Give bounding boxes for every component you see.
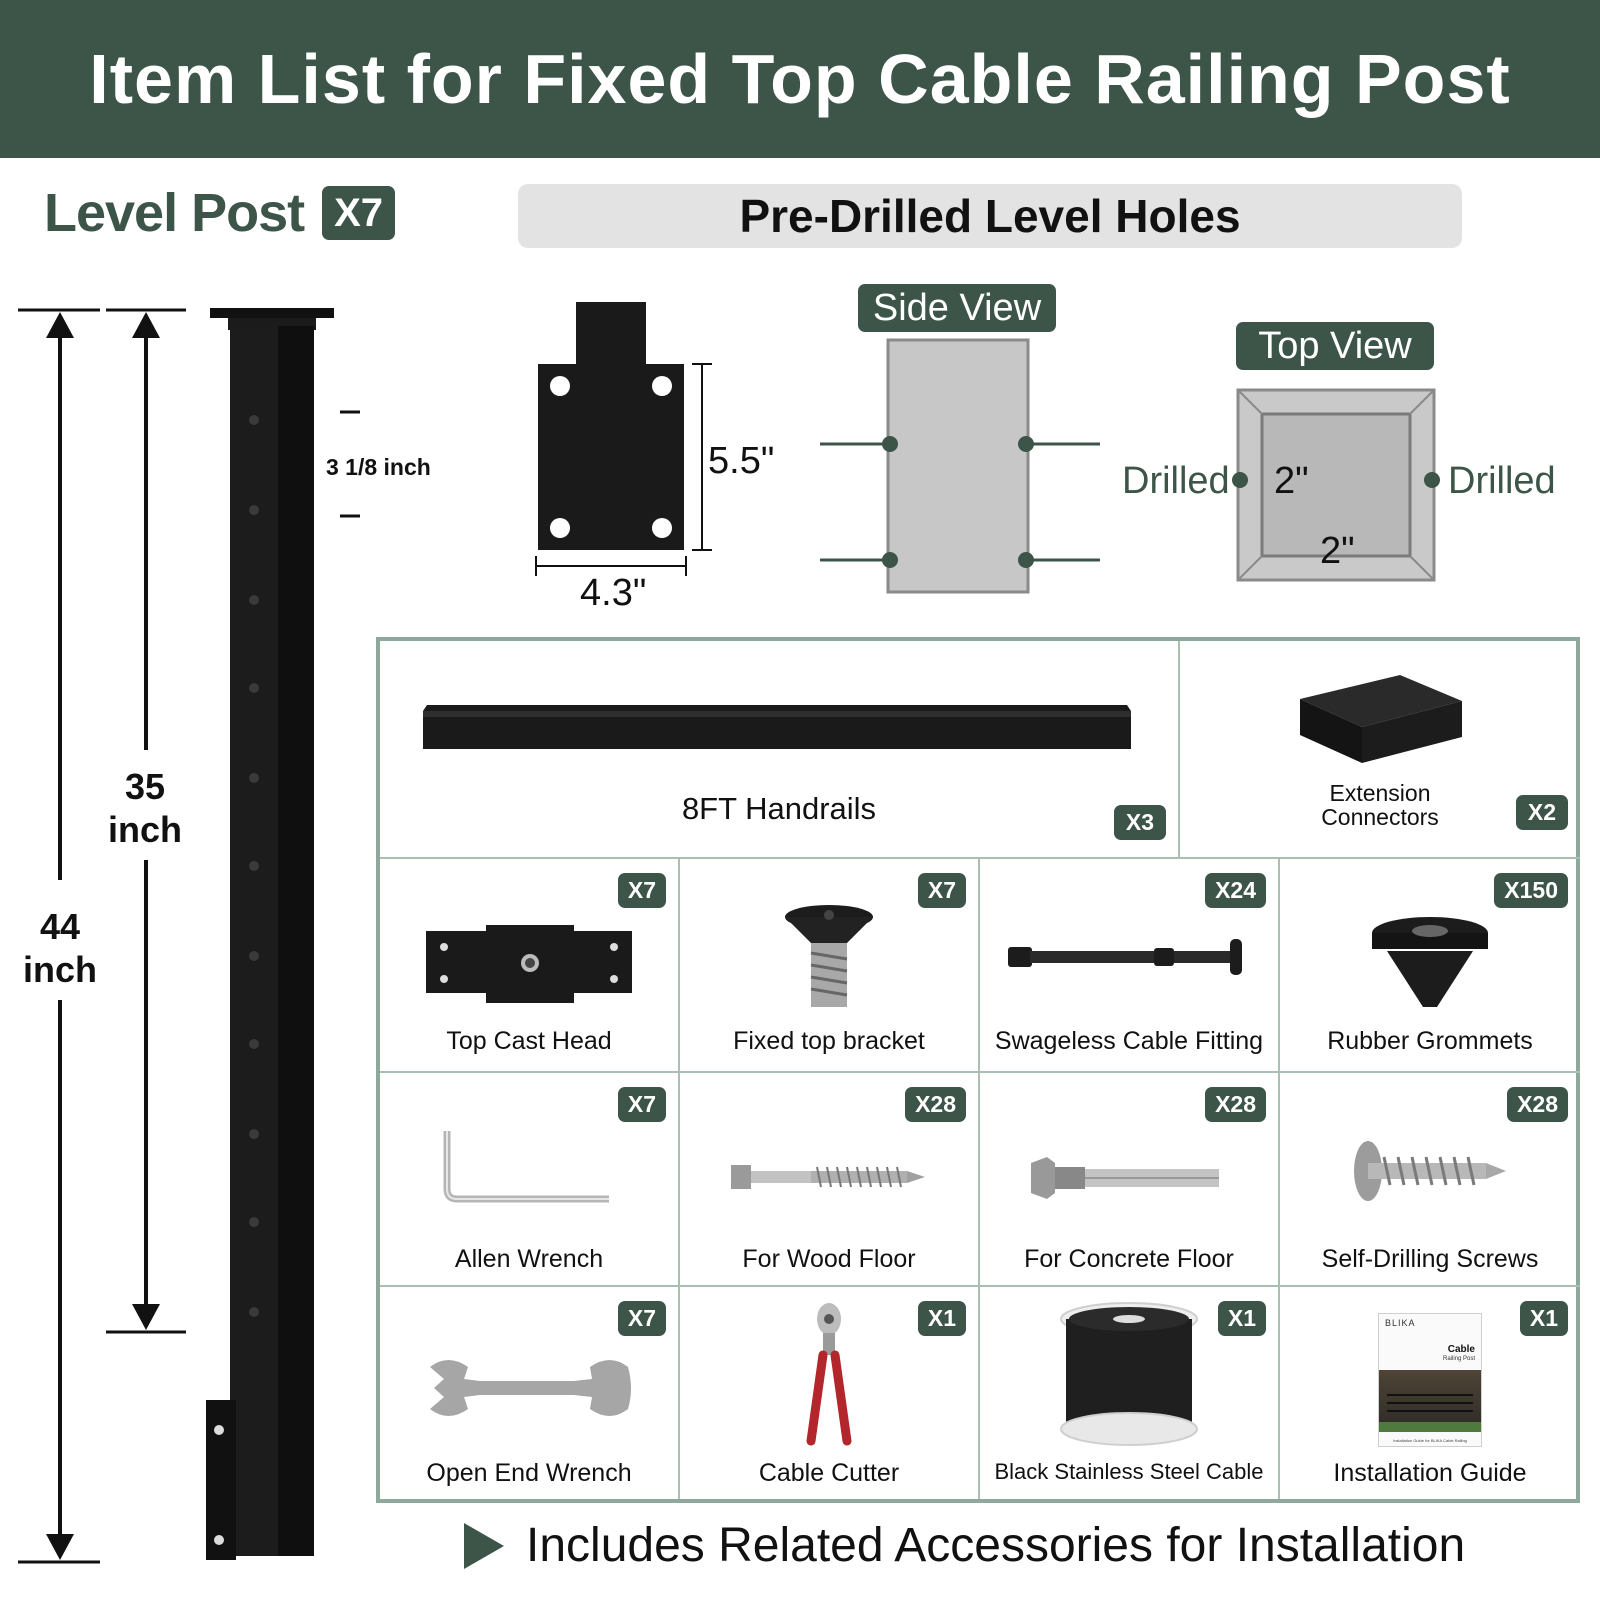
self-drill-label: Self-Drilling Screws [1321, 1245, 1539, 1273]
cable-label: Black Stainless Steel Cable [994, 1459, 1264, 1484]
items-grid: 8FT Handrails X3 Extension Connectors X2… [376, 637, 1580, 1503]
post-height-cable: 35 inch [107, 766, 182, 851]
concrete-anchor-image [1031, 1157, 1219, 1199]
top-view-dim-a: 2" [1274, 460, 1309, 502]
open-wrench-qty-badge: X7 [617, 1301, 666, 1336]
cutter-qty-badge: X1 [917, 1301, 966, 1336]
cable-spool-image [1060, 1302, 1198, 1446]
guide-booklet-image: BLIKA Cable Railing Post Installation Gu… [1378, 1313, 1482, 1447]
swageless-qty-badge: X24 [1205, 873, 1266, 908]
header-banner: Item List for Fixed Top Cable Railing Po… [0, 0, 1600, 158]
item-top-cast-head: X7 Top Cast Head [380, 859, 680, 1073]
pre-drilled-title: Pre-Drilled Level Holes [739, 190, 1241, 242]
item-concrete-floor: X28 For Concrete Floor [980, 1073, 1280, 1287]
footer-note: Includes Related Accessories for Install… [464, 1518, 1465, 1573]
grommets-qty-badge: X150 [1494, 873, 1568, 908]
item-open-end-wrench: X7 Open End Wrench [380, 1287, 680, 1499]
guide-cover-caption: Installation Guide for BLIKA Cable Raili… [1393, 1438, 1467, 1443]
extension-label: Extension Connectors [1321, 780, 1439, 831]
bracket-qty-badge: X7 [917, 873, 966, 908]
arrow-down-icon [46, 1534, 74, 1560]
grommets-label: Rubber Grommets [1327, 1027, 1533, 1055]
level-post-label: Level Post [44, 183, 305, 243]
base-width-label: 4.3" [580, 572, 647, 614]
open-end-wrench-image [430, 1360, 631, 1416]
top-view-dim-b: 2" [1320, 530, 1355, 572]
item-fixed-top-bracket: X7 Fixed top bracket [680, 859, 980, 1073]
rubber-grommet-image [1372, 917, 1488, 1007]
handrail-image [423, 705, 1131, 749]
item-rubber-grommets: X150 Rubber Grommets [1280, 859, 1580, 1073]
post-dimension-lines [18, 308, 360, 1564]
item-handrails: 8FT Handrails X3 [380, 641, 1180, 859]
lag-screw-image [731, 1165, 925, 1189]
guide-qty-badge: X1 [1519, 1301, 1568, 1336]
guide-brand: BLIKA [1385, 1318, 1416, 1328]
fixed-top-bracket-image [785, 905, 873, 1007]
allen-label: Allen Wrench [454, 1245, 604, 1273]
concrete-qty-badge: X28 [1205, 1087, 1266, 1122]
self-drilling-screw-image [1354, 1141, 1506, 1201]
item-allen-wrench: X7 Allen Wrench [380, 1073, 680, 1287]
concrete-label: For Concrete Floor [1024, 1245, 1234, 1273]
hole-spacing-label: 3 1/8 inch [326, 454, 431, 480]
arrow-down-icon [132, 1304, 160, 1330]
level-post-title: Level Post X7 [44, 182, 396, 244]
base-plate-diagram [535, 302, 712, 576]
side-view-diagram [820, 338, 1100, 594]
cast-head-qty-badge: X7 [617, 873, 666, 908]
pre-drilled-banner: Pre-Drilled Level Holes [518, 184, 1462, 248]
handrails-label: 8FT Handrails [681, 791, 877, 826]
swageless-label: Swageless Cable Fitting [994, 1027, 1264, 1055]
cutter-label: Cable Cutter [758, 1459, 900, 1487]
arrow-up-icon [132, 312, 160, 338]
allen-qty-badge: X7 [617, 1087, 666, 1122]
wood-qty-badge: X28 [905, 1087, 966, 1122]
cable-cutter-image [806, 1303, 852, 1446]
base-height-label: 5.5" [708, 440, 775, 482]
level-post-qty-badge: X7 [322, 186, 396, 240]
item-cable-cutter: X1 Cable Cutter [680, 1287, 980, 1499]
guide-cover-title: Cable [1447, 1344, 1475, 1355]
wood-label: For Wood Floor [742, 1245, 916, 1273]
handrails-qty-badge: X3 [1113, 805, 1166, 840]
side-view-label: Side View [858, 284, 1056, 332]
bracket-label: Fixed top bracket [733, 1027, 925, 1055]
top-view-diagram [1232, 388, 1440, 582]
level-post-image [206, 308, 334, 1560]
item-black-steel-cable: X1 Black Stainless Steel Cable [980, 1287, 1280, 1499]
open-wrench-label: Open End Wrench [426, 1459, 632, 1487]
swageless-fitting-image [1008, 939, 1242, 975]
drilled-left-label: Drilled [1122, 460, 1230, 502]
post-height-total: 44 inch [22, 906, 97, 991]
cable-qty-badge: X1 [1217, 1301, 1266, 1336]
cast-head-label: Top Cast Head [446, 1027, 612, 1055]
allen-wrench-image [443, 1131, 609, 1203]
item-self-drilling-screws: X28 Self-Drilling Screws [1280, 1073, 1580, 1287]
item-installation-guide: X1 BLIKA Cable Railing Post Installation… [1280, 1287, 1580, 1499]
guide-cover-subtitle: Railing Post [1442, 1356, 1475, 1362]
guide-cover-photo [1379, 1370, 1481, 1432]
extension-qty-badge: X2 [1515, 795, 1568, 830]
item-extension-connectors: Extension Connectors X2 [1180, 641, 1580, 859]
drilled-right-label: Drilled [1448, 460, 1556, 502]
play-triangle-icon [464, 1522, 504, 1569]
arrow-up-icon [46, 312, 74, 338]
item-swageless-fitting: X24 Swageless Cable Fitting [980, 859, 1280, 1073]
item-wood-floor: X28 For Wood Floor [680, 1073, 980, 1287]
page-title: Item List for Fixed Top Cable Railing Po… [89, 40, 1511, 118]
extension-connector-image [1300, 675, 1462, 763]
top-view-label: Top View [1236, 322, 1434, 370]
top-cast-head-image [426, 925, 632, 1003]
footer-text: Includes Related Accessories for Install… [526, 1519, 1466, 1572]
self-drill-qty-badge: X28 [1507, 1087, 1568, 1122]
guide-label: Installation Guide [1333, 1459, 1527, 1487]
